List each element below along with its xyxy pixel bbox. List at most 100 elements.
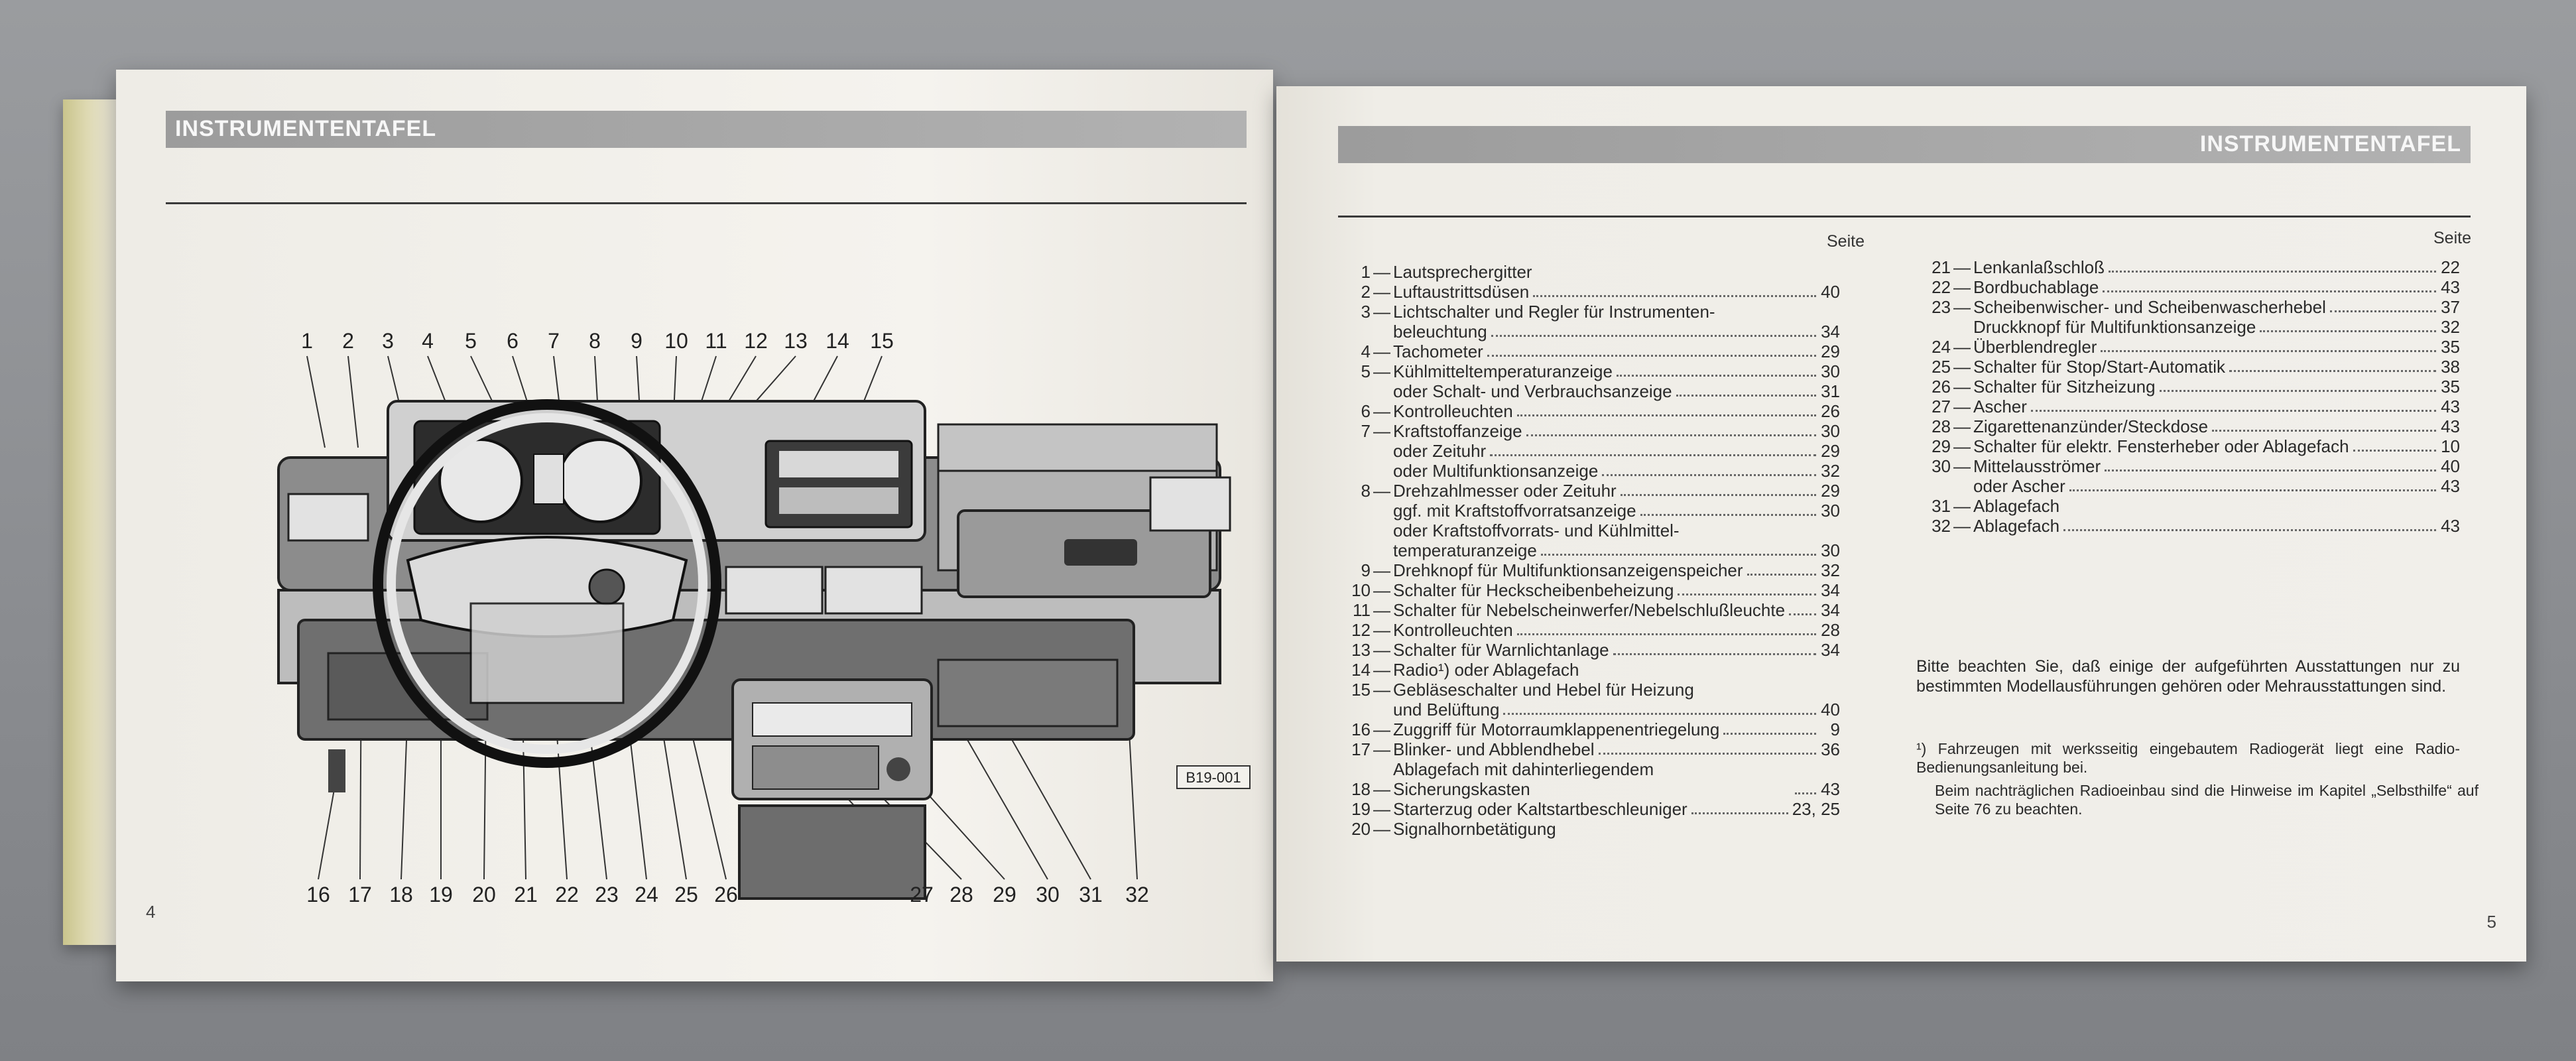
legend-page: 35 <box>2441 337 2460 357</box>
legend-text: oder Kraftstoffvorrats- und Kühlmittel- <box>1393 521 1680 540</box>
legend-number: 26 <box>1932 377 1951 397</box>
booklet-cover-edge <box>63 99 119 945</box>
legend-number: 11 <box>1353 600 1371 620</box>
legend-number: 21 <box>1932 257 1951 277</box>
legend-dash: — <box>1953 416 1971 436</box>
callout-number: 28 <box>950 883 973 906</box>
leader-dots <box>2212 430 2436 432</box>
legend-text: Zuggriff für Motorraumklappenentriegelun… <box>1393 719 1720 739</box>
legend-page: 38 <box>2441 357 2460 377</box>
callout-number: 15 <box>870 329 894 353</box>
legend-text: Ascher <box>1973 397 2027 416</box>
leader-dots <box>1640 514 1816 516</box>
legend-text: ggf. mit Kraftstoffvorratsanzeige <box>1393 501 1636 521</box>
legend-number: 29 <box>1932 436 1951 456</box>
legend-page: 10 <box>2441 436 2460 456</box>
callout-number: 23 <box>595 883 619 906</box>
legend-page: 43 <box>2441 416 2460 436</box>
callout-number: 16 <box>306 883 330 906</box>
page-column-label: Seite <box>1827 232 1865 251</box>
leader-dots <box>1613 653 1816 655</box>
legend-number: 28 <box>1932 416 1951 436</box>
legend-text: Luftaustrittsdüsen <box>1393 282 1530 302</box>
callout-number: 12 <box>744 329 768 353</box>
legend-text: oder Ascher <box>1973 476 2065 496</box>
legend-text: Scheibenwischer- und Scheibenwascherhebe… <box>1973 297 2326 317</box>
legend-page: 30 <box>1821 361 1840 381</box>
legend-text: Blinker- und Abblendhebel <box>1393 739 1595 759</box>
legend-page: 37 <box>2441 297 2460 317</box>
leader-dots <box>1676 395 1816 397</box>
legend-page: 30 <box>1821 540 1840 560</box>
legend-dash: — <box>1373 799 1390 819</box>
legend-page: 22 <box>2441 257 2460 277</box>
legend-page: 30 <box>1821 421 1840 441</box>
legend-text: oder Multifunktionsanzeige <box>1393 461 1599 481</box>
callout-number: 8 <box>589 329 601 353</box>
leader-dots <box>2069 489 2436 491</box>
legend-number: 9 <box>1361 560 1371 580</box>
legend-page: 36 <box>1821 739 1840 759</box>
legend-dash: — <box>1373 739 1390 759</box>
legend-text: Mittelausströmer <box>1973 456 2101 476</box>
callout-number: 32 <box>1125 883 1149 906</box>
leader-dots <box>1723 733 1816 735</box>
legend-text: Signalhornbetätigung <box>1393 819 1556 839</box>
legend-number: 1 <box>1361 262 1371 282</box>
legend-text: oder Schalt- und Verbrauchsanzeige <box>1393 381 1672 401</box>
dashboard-illustration <box>277 399 1231 900</box>
figure-code: B19-001 <box>1186 769 1241 786</box>
right-page: INSTRUMENTENTAFEL Seite Seite 1—Lautspre… <box>1276 86 2526 962</box>
legend-page: 43 <box>2441 516 2460 536</box>
legend-dash: — <box>1953 377 1971 397</box>
legend-text: beleuchtung <box>1393 322 1487 342</box>
legend-dash: — <box>1373 282 1390 302</box>
legend-number: 14 <box>1351 660 1371 680</box>
callout-number: 19 <box>429 883 453 906</box>
legend-text: Lautsprechergitter <box>1393 262 1532 282</box>
callout-number: 5 <box>465 329 477 353</box>
callout-number: 11 <box>705 329 727 353</box>
callout-number: 21 <box>514 883 538 906</box>
legend-page: 32 <box>1821 560 1840 580</box>
legend-text: Lichtschalter und Regler für Instrumente… <box>1393 302 1715 322</box>
leader-dots <box>1795 792 1816 794</box>
legend-page: 40 <box>1821 282 1840 302</box>
leader-dots <box>1620 494 1816 496</box>
callout-number: 9 <box>631 329 643 353</box>
legend-dash: — <box>1953 456 1971 476</box>
equipment-note: Bitte beachten Sie, daß einige der aufge… <box>1916 657 2460 696</box>
callout-number: 25 <box>674 883 698 906</box>
legend-dash: — <box>1373 580 1390 600</box>
legend-text: Kontrolleuchten <box>1393 401 1513 421</box>
legend-entry: 31—Ablagefach <box>1916 496 2460 516</box>
legend-number: 10 <box>1351 580 1371 600</box>
legend-number: 18 <box>1351 779 1371 799</box>
header-rule <box>166 202 1247 204</box>
legend-page: 29 <box>1821 441 1840 461</box>
leader-dots <box>1598 753 1816 755</box>
legend-entry: 1—Lautsprechergitter <box>1336 262 1840 282</box>
legend-page: 34 <box>1821 600 1840 620</box>
legend-text: Zigarettenanzünder/Steckdose <box>1973 416 2209 436</box>
legend-page: 43 <box>1821 779 1840 799</box>
legend-number: 15 <box>1351 680 1371 700</box>
callout-number: 31 <box>1079 883 1103 906</box>
legend-page: 26 <box>1821 401 1840 421</box>
legend-text: Druckknopf für Multifunktionsanzeige <box>1973 317 2256 337</box>
legend-text: Schalter für Warnlichtanlage <box>1393 640 1609 660</box>
header-rule <box>1338 216 2471 218</box>
leader-dots <box>1747 574 1816 576</box>
legend-page: 30 <box>1821 501 1840 521</box>
legend-entry: 14—Radio¹) oder Ablagefach <box>1336 660 1840 680</box>
